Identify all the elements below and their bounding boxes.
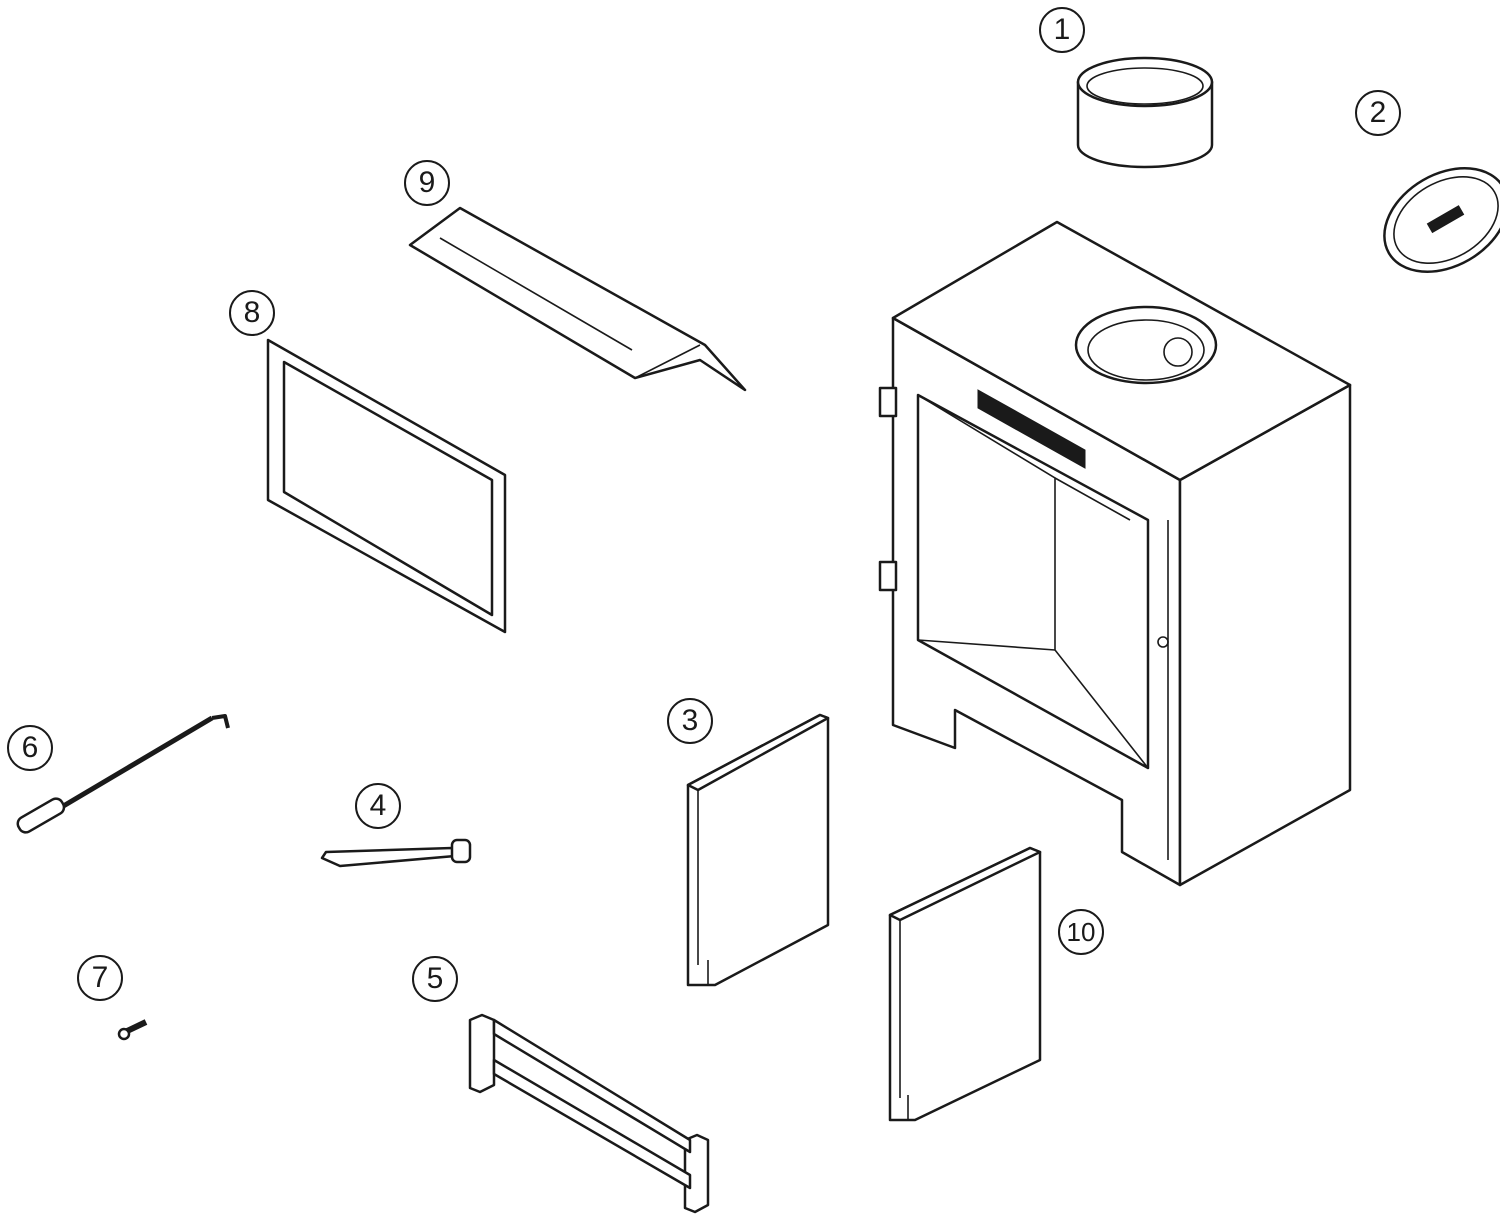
glass-gasket-icon xyxy=(266,338,507,634)
callout-8: 8 xyxy=(229,290,275,336)
callout-4: 4 xyxy=(355,783,401,829)
callout-10: 10 xyxy=(1058,909,1104,955)
callout-2: 2 xyxy=(1355,90,1401,136)
callout-3: 3 xyxy=(667,698,713,744)
callout-5: 5 xyxy=(412,956,458,1002)
fuel-retainer-bar-icon xyxy=(468,1013,710,1214)
stove-body-icon xyxy=(878,220,1352,887)
callout-7: 7 xyxy=(77,955,123,1001)
baffle-plate-icon xyxy=(408,206,747,392)
callout-6: 6 xyxy=(7,725,53,771)
riddling-tool-icon xyxy=(16,714,230,834)
callout-1: 1 xyxy=(1039,7,1085,53)
door-handle-tool-icon xyxy=(320,838,472,868)
blanking-plate-icon xyxy=(1383,167,1500,273)
side-brick-icon xyxy=(686,713,830,987)
flue-collar-icon xyxy=(1076,56,1214,169)
screw-icon xyxy=(117,1019,148,1041)
side-brick-icon xyxy=(888,846,1042,1122)
callout-9: 9 xyxy=(404,160,450,206)
